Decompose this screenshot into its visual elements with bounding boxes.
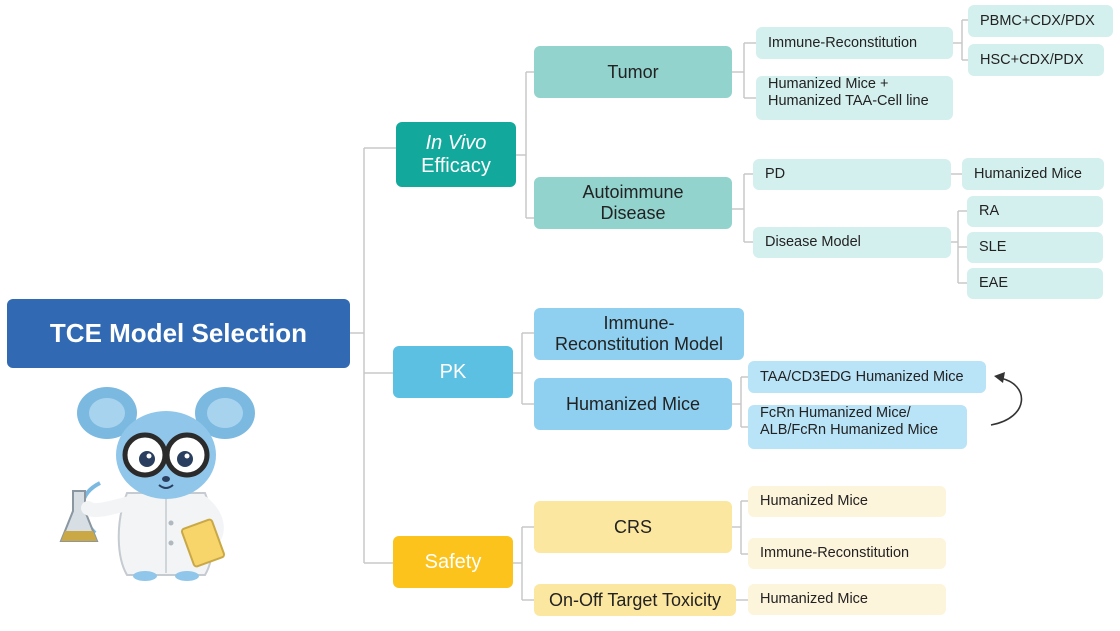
tumor-humanized-mice-node: Humanized Mice + Humanized TAA-Cell line [756, 76, 953, 120]
root-label: TCE Model Selection [49, 317, 308, 348]
on-off-target-toxicity-node: On-Off Target Toxicity [534, 584, 736, 616]
autoimmune-disease-node: Autoimmune Disease [534, 177, 732, 229]
pd-humanized-mice-node: Humanized Mice [962, 158, 1104, 190]
fcrn-humanized-mice-node: FcRn Humanized Mice/ ALB/FcRn Humanized … [748, 405, 967, 449]
tumor-humanized-line2: Humanized TAA-Cell line [768, 92, 929, 109]
toxicity-label: On-Off Target Toxicity [548, 589, 722, 610]
pd-node: PD [753, 159, 951, 190]
tumor-immune-label: Immune-Reconstitution [768, 34, 918, 51]
crs-immune-reconstitution-node: Immune-Reconstitution [748, 538, 946, 569]
toxicity-humanized-label: Humanized Mice [760, 591, 868, 608]
sle-node: SLE [967, 232, 1103, 263]
tumor-label: Tumor [607, 61, 659, 82]
toxicity-humanized-mice-node: Humanized Mice [748, 584, 946, 615]
pd-label: PD [765, 166, 786, 183]
pk-humanized-label: Humanized Mice [565, 393, 701, 414]
crs-humanized-label: Humanized Mice [760, 493, 868, 510]
crs-humanized-mice-node: Humanized Mice [748, 486, 946, 517]
autoimmune-line2: Disease [600, 203, 666, 223]
pbmc-label: PBMC+CDX/PDX [980, 12, 1095, 29]
pk-label: PK [439, 360, 467, 383]
sle-label: SLE [979, 239, 1007, 256]
tumor-node: Tumor [534, 46, 732, 98]
pk-immune-reconstitution-model-node: Immune- Reconstitution Model [534, 308, 744, 360]
safety-label: Safety [424, 550, 482, 573]
disease-model-label: Disease Model [765, 234, 861, 251]
in-vivo-label: In Vivo [425, 131, 487, 154]
curved-arrow-icon [990, 372, 1023, 426]
pk-node: PK [393, 346, 513, 398]
tumor-humanized-line1: Humanized Mice + [768, 76, 889, 92]
fcrn-line2: ALB/FcRn Humanized Mice [760, 421, 939, 438]
pbmc-cdx-pdx-node: PBMC+CDX/PDX [968, 5, 1113, 37]
pk-immune-line2: Reconstitution Model [554, 334, 724, 354]
eae-node: EAE [967, 268, 1103, 299]
tumor-immune-reconstitution-node: Immune-Reconstitution [756, 27, 953, 59]
pk-humanized-mice-node: Humanized Mice [534, 378, 732, 430]
pk-immune-line1: Immune- [603, 313, 675, 334]
autoimmune-line1: Autoimmune [582, 182, 684, 203]
efficacy-label: Efficacy [421, 154, 491, 177]
hsc-cdx-pdx-node: HSC+CDX/PDX [968, 44, 1104, 76]
taa-label: TAA/CD3EDG Humanized Mice [760, 368, 964, 385]
disease-model-node: Disease Model [753, 227, 951, 258]
crs-node: CRS [534, 501, 732, 553]
fcrn-line1: FcRn Humanized Mice/ [760, 405, 911, 421]
in-vivo-efficacy-node: In Vivo Efficacy [396, 122, 516, 187]
crs-label: CRS [613, 516, 652, 537]
mouse-scientist-mascot-icon [59, 387, 255, 581]
hsc-label: HSC+CDX/PDX [980, 51, 1084, 68]
crs-immune-label: Immune-Reconstitution [760, 545, 910, 562]
ra-label: RA [979, 203, 1000, 220]
safety-node: Safety [393, 536, 513, 588]
ra-node: RA [967, 196, 1103, 227]
taa-cd3edg-humanized-mice-node: TAA/CD3EDG Humanized Mice [748, 361, 986, 393]
root-node: TCE Model Selection [7, 299, 350, 368]
pd-humanized-label: Humanized Mice [974, 165, 1082, 182]
eae-label: EAE [979, 275, 1009, 292]
